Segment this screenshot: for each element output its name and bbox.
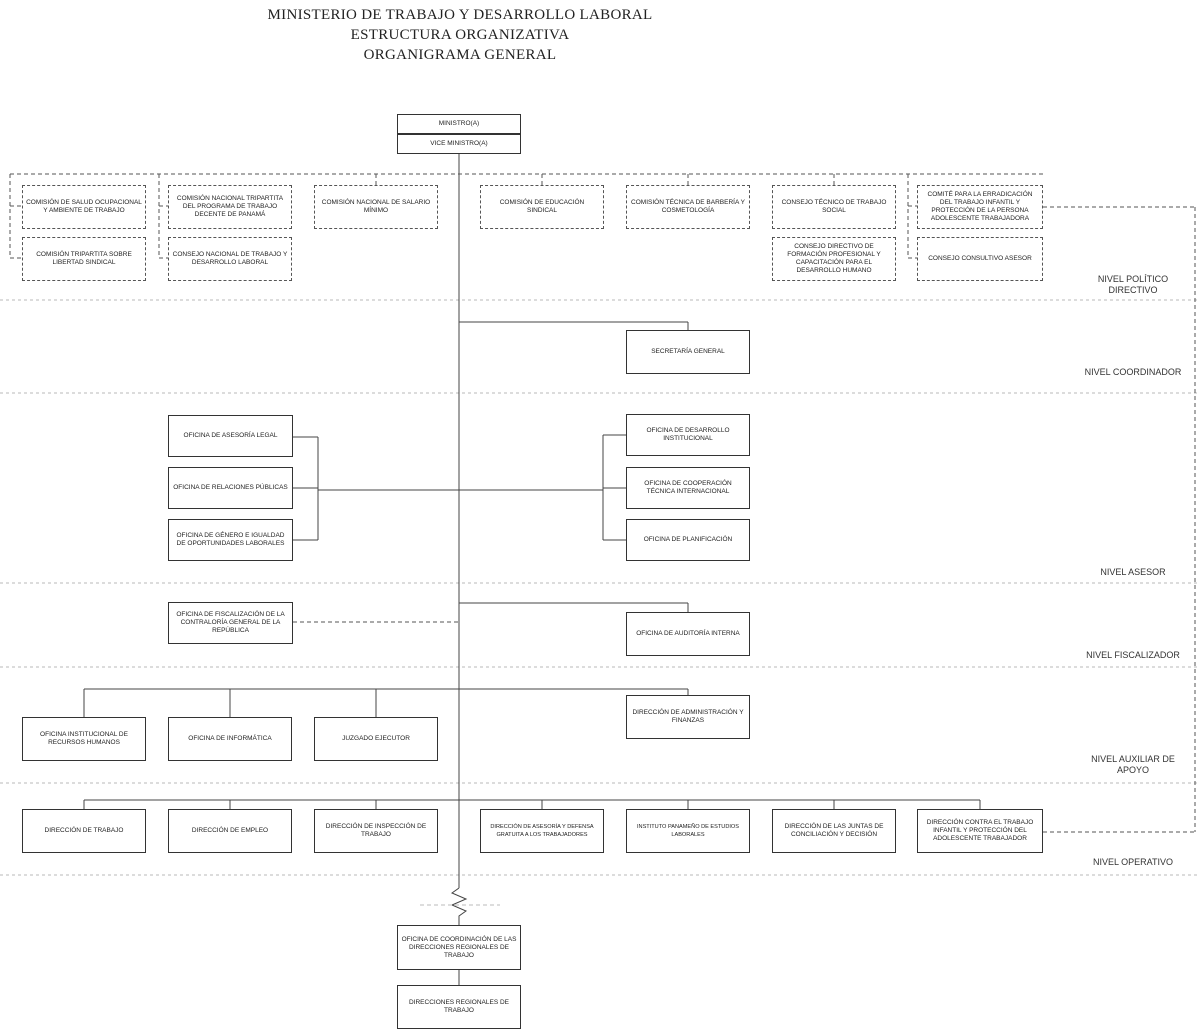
level-politico-directivo: NIVEL POLÍTICO DIRECTIVO bbox=[1097, 274, 1169, 295]
box-oficina-coordinacion-regionales: OFICINA DE COORDINACIÓN DE LAS DIRECCION… bbox=[397, 925, 521, 970]
box-oficina-informatica: OFICINA DE INFORMÁTICA bbox=[168, 717, 292, 761]
box-oficina-recursos-humanos: OFICINA INSTITUCIONAL DE RECURSOS HUMANO… bbox=[22, 717, 146, 761]
box-direccion-juntas-conciliacion: DIRECCIÓN DE LAS JUNTAS DE CONCILIACIÓN … bbox=[772, 809, 896, 853]
box-direccion-contra-trabajo-infantil: DIRECCIÓN CONTRA EL TRABAJO INFANTIL Y P… bbox=[917, 809, 1043, 853]
box-oficina-fiscalizacion-contraloria: OFICINA DE FISCALIZACIÓN DE LA CONTRALOR… bbox=[168, 602, 293, 644]
box-consejo-trabajo-social: CONSEJO TÉCNICO DE TRABAJO SOCIAL bbox=[772, 185, 896, 229]
box-comision-libertad-sindical: COMISIÓN TRIPARTITA SOBRE LIBERTAD SINDI… bbox=[22, 237, 146, 281]
box-direcciones-regionales: DIRECCIONES REGIONALES DE TRABAJO bbox=[397, 985, 521, 1029]
box-direccion-inspeccion: DIRECCIÓN DE INSPECCIÓN DE TRABAJO bbox=[314, 809, 438, 853]
box-oficina-auditoria-interna: OFICINA DE AUDITORÍA INTERNA bbox=[626, 612, 750, 656]
box-comision-barberia: COMISIÓN TÉCNICA DE BARBERÍA Y COSMETOLO… bbox=[626, 185, 750, 229]
box-vice-ministro: VICE MINISTRO(A) bbox=[397, 134, 521, 154]
chart-title-general: ORGANIGRAMA GENERAL bbox=[363, 47, 557, 63]
box-direccion-asesoria-defensa: DIRECCIÓN DE ASESORÍA Y DEFENSA GRATUITA… bbox=[480, 809, 604, 853]
box-consejo-nacional-trabajo: CONSEJO NACIONAL DE TRABAJO Y DESARROLLO… bbox=[168, 237, 292, 281]
box-direccion-trabajo: DIRECCIÓN DE TRABAJO bbox=[22, 809, 146, 853]
box-juzgado-ejecutor: JUZGADO EJECUTOR bbox=[314, 717, 438, 761]
box-comite-trabajo-infantil: COMITÉ PARA LA ERRADICACIÓN DEL TRABAJO … bbox=[917, 185, 1043, 229]
box-instituto-estudios-laborales: INSTITUTO PANAMEÑO DE ESTUDIOS LABORALES bbox=[626, 809, 750, 853]
level-fiscalizador: NIVEL FISCALIZADOR bbox=[1086, 650, 1180, 660]
box-consejo-formacion-profesional: CONSEJO DIRECTIVO DE FORMACIÓN PROFESION… bbox=[772, 237, 896, 281]
box-oficina-relaciones-publicas: OFICINA DE RELACIONES PÚBLICAS bbox=[168, 467, 293, 509]
box-comision-salario-minimo: COMISIÓN NACIONAL DE SALARIO MÍNIMO bbox=[314, 185, 438, 229]
box-secretaria-general: SECRETARÍA GENERAL bbox=[626, 330, 750, 374]
box-oficina-asesoria-legal: OFICINA DE ASESORÍA LEGAL bbox=[168, 415, 293, 457]
box-oficina-genero: OFICINA DE GÉNERO E IGUALDAD DE OPORTUNI… bbox=[168, 519, 293, 561]
box-oficina-desarrollo-institucional: OFICINA DE DESARROLLO INSTITUCIONAL bbox=[626, 414, 750, 456]
box-comision-educacion-sindical: COMISIÓN DE EDUCACIÓN SINDICAL bbox=[480, 185, 604, 229]
box-oficina-planificacion: OFICINA DE PLANIFICACIÓN bbox=[626, 519, 750, 561]
box-ministro: MINISTRO(A) bbox=[397, 114, 521, 134]
box-comision-trabajo-decente: COMISIÓN NACIONAL TRIPARTITA DEL PROGRAM… bbox=[168, 185, 292, 229]
level-asesor: NIVEL ASESOR bbox=[1100, 567, 1166, 577]
level-operativo: NIVEL OPERATIVO bbox=[1092, 857, 1174, 867]
level-coordinador: NIVEL COORDINADOR bbox=[1084, 367, 1182, 377]
box-oficina-cooperacion-tecnica: OFICINA DE COOPERACIÓN TÉCNICA INTERNACI… bbox=[626, 467, 750, 509]
box-comision-salud-ocupacional: COMISIÓN DE SALUD OCUPACIONAL Y AMBIENTE… bbox=[22, 185, 146, 229]
chart-title-ministry: MINISTERIO DE TRABAJO Y DESARROLLO LABOR… bbox=[267, 7, 653, 23]
box-direccion-empleo: DIRECCIÓN DE EMPLEO bbox=[168, 809, 292, 853]
level-auxiliar-apoyo: NIVEL AUXILIAR DE APOYO bbox=[1091, 754, 1175, 775]
box-direccion-administracion-finanzas: DIRECCIÓN DE ADMINISTRACIÓN Y FINANZAS bbox=[626, 695, 750, 739]
box-consejo-consultivo-asesor: CONSEJO CONSULTIVO ASESOR bbox=[917, 237, 1043, 281]
chart-title-structure: ESTRUCTURA ORGANIZATIVA bbox=[350, 27, 570, 43]
